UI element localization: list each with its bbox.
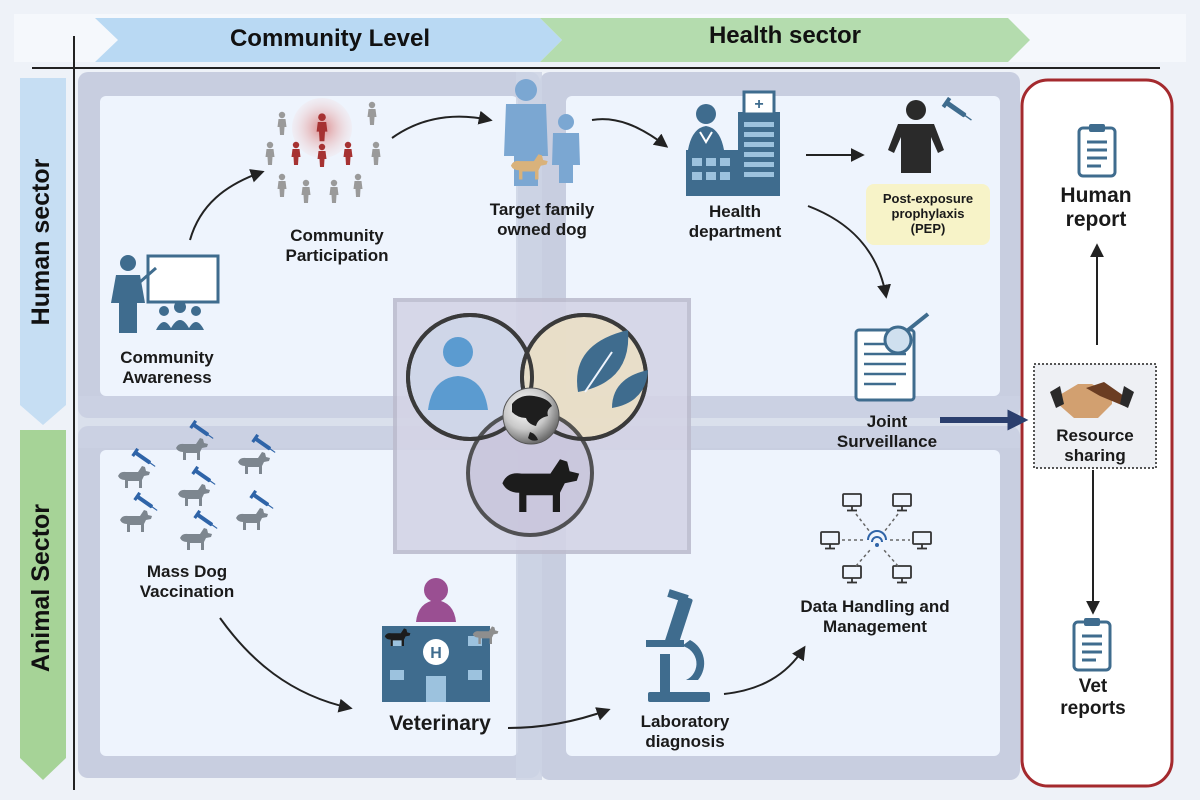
label-resource-sharing: Resource sharing	[1056, 426, 1134, 465]
teacher-board-icon	[111, 254, 220, 333]
label-community-awareness: Community Awareness	[120, 348, 214, 387]
header-health-sector: Health sector	[708, 22, 862, 49]
arrow-participation-to-family	[391, 110, 493, 139]
human-bust-icon	[428, 337, 488, 410]
label-data-handling: Data Handling and Management	[800, 597, 950, 636]
arrow-health-to-surveillance	[807, 205, 891, 299]
header-animal-sector: Animal Sector	[27, 503, 55, 673]
label-veterinary: Veterinary	[389, 712, 491, 735]
microscope-icon	[646, 589, 710, 702]
human-report-icon	[1077, 122, 1117, 178]
network-icon	[820, 493, 932, 584]
health-sector-arrow	[540, 18, 1030, 62]
label-health-department: Health department	[688, 202, 782, 241]
arrow-awareness-to-participation	[189, 169, 265, 241]
handshake-icon	[1050, 382, 1134, 418]
label-vet-reports: Vet reports	[1060, 676, 1126, 719]
label-laboratory-diagnosis: Laboratory diagnosis	[640, 712, 730, 751]
veterinary-hospital-icon: H	[382, 578, 499, 702]
header-human-sector: Human sector	[27, 158, 55, 326]
svg-text:H: H	[430, 645, 442, 662]
arrow-veterinary-to-lab	[507, 707, 611, 729]
human-sector-arrow	[20, 78, 66, 425]
family-icon	[504, 79, 580, 186]
label-joint-surveillance: Joint Surveillance	[836, 412, 938, 451]
arrow-vaccination-to-veterinary	[219, 617, 353, 713]
vet-report-icon	[1072, 616, 1112, 672]
arrow-lab-to-data	[723, 645, 806, 695]
label-mass-dog-vaccination: Mass Dog Vaccination	[139, 562, 235, 601]
hospital-doctor-icon: +	[686, 90, 780, 196]
label-target-family: Target family owned dog	[489, 200, 595, 239]
header-community-level: Community Level	[229, 25, 431, 52]
label-human-report: Human report	[1060, 184, 1132, 232]
community-level-arrow	[95, 18, 562, 62]
leaf-icon	[577, 330, 648, 408]
arrow-family-to-health-dept	[591, 118, 669, 148]
crowd-icon	[265, 98, 381, 203]
globe-icon	[502, 387, 560, 445]
injection-person-icon	[888, 96, 976, 173]
label-community-participation: Community Participation	[285, 226, 389, 265]
label-pep: Post-exposure prophylaxis (PEP)	[866, 184, 990, 245]
svg-text:+: +	[754, 96, 763, 113]
animal-sector-arrow	[20, 430, 66, 780]
surveillance-document-icon	[854, 312, 930, 402]
